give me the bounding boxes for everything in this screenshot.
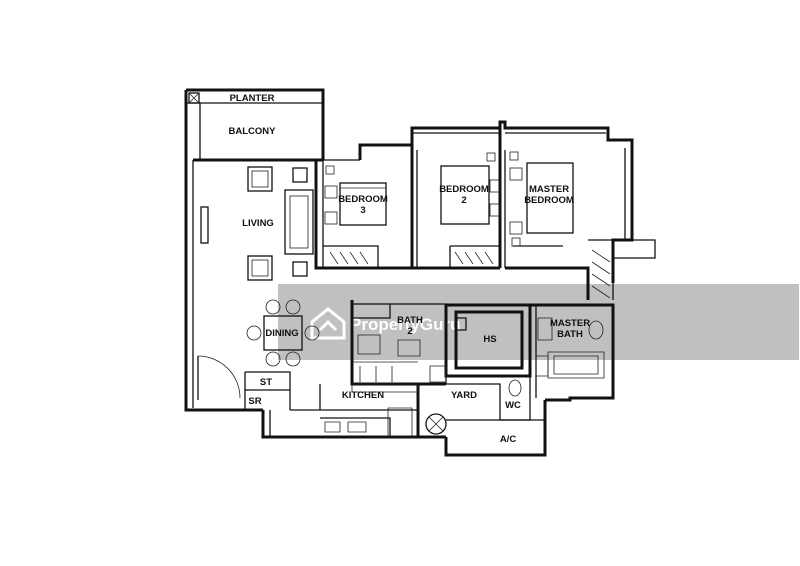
label-planter: PLANTER [230,93,275,104]
bed-icon [440,165,490,225]
aircon-icon [188,92,200,104]
label-master-bath-line1: MASTER [550,318,590,329]
label-dining: DINING [265,328,298,339]
watermark-text: PropertyGuru [350,315,461,334]
label-master-bath-line2: BATH [557,329,583,340]
chair-icon [285,351,301,367]
sofa-icon [284,189,314,255]
chair-icon [285,299,301,315]
aircon-markers [188,92,521,247]
label-bedroom3-line1: BEDROOM [338,194,388,205]
bed-icon [526,162,574,234]
label-st: ST [260,377,272,388]
armchair-icon [247,255,273,281]
label-bedroom2-line2: 2 [461,195,466,206]
label-sr: SR [248,396,261,407]
label-living: LIVING [242,218,274,229]
side-table-icon [292,167,308,183]
furniture [200,162,574,367]
watermark: PropertyGuru [278,284,799,360]
dining-table-icon [263,315,303,351]
label-master-bedroom-line1: MASTER [529,184,569,195]
label-yard: YARD [451,390,477,401]
label-bath2-line1: BATH [397,315,423,326]
chair-icon [265,351,281,367]
walls [184,88,656,457]
label-bedroom2-line1: BEDROOM [439,184,489,195]
room-labels: PLANTER BALCONY LIVING DINING BEDROOM 3 … [229,93,591,445]
watermark-band [278,284,799,360]
label-balcony: BALCONY [229,126,277,137]
propertyguru-logo-icon [310,307,346,340]
label-hs: HS [483,334,496,345]
armchair-icon [247,166,273,192]
label-bedroom3-line2: 3 [360,205,365,216]
bed-icon [339,182,387,226]
tv-icon [200,206,209,244]
label-master-bedroom-line2: BEDROOM [524,195,574,206]
label-wc: WC [505,400,521,411]
chair-icon [265,299,281,315]
aircon-icon [509,151,519,161]
aircon-icon [325,165,335,175]
label-kitchen: KITCHEN [342,390,384,401]
label-ac: A/C [500,434,517,445]
chair-icon [246,325,262,341]
aircon-icon [511,237,521,247]
label-bath2-line2: 2 [407,326,412,337]
aircon-icon [486,152,496,162]
chair-icon [304,325,320,341]
side-table-icon [292,261,308,277]
